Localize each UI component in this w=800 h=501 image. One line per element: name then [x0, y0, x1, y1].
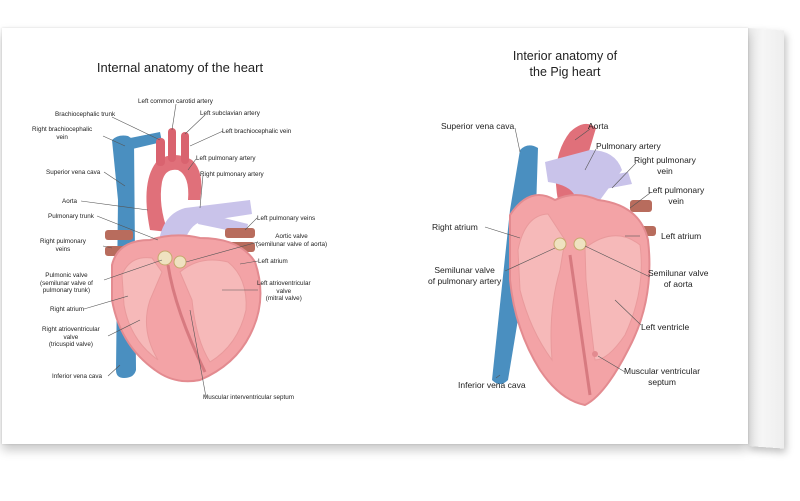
left-brachiocephalic-vein [120, 132, 162, 150]
label-left-common-carotid: Left common carotid artery [138, 98, 213, 105]
right-heart-illustration [492, 123, 656, 407]
label-left-atrium-left: Left atrium [258, 258, 288, 265]
label-left-subclavian: Left subclavian artery [200, 110, 260, 117]
label-aorta-left: Aorta [62, 198, 78, 205]
label-aorta-right: Aorta [588, 121, 609, 131]
right-diagram-title: Interior anatomy of the Pig heart [512, 49, 618, 79]
label-right-pulmonary-veins: Right pulmonary veins [40, 238, 86, 253]
label-left-atrium-right: Left atrium [661, 231, 702, 241]
label-aortic-valve: Aortic valve (semilunar valve of aorta) [256, 233, 328, 248]
label-muscular-septum-right: Muscular ventricular septum [624, 366, 701, 387]
left-common-carotid [168, 128, 176, 162]
label-inferior-vena-cava-right: Inferior vena cava [458, 380, 526, 390]
left-subclavian [181, 132, 189, 164]
left-aorta [146, 155, 202, 232]
label-right-atrium-right: Right atrium [432, 222, 478, 232]
label-left-ventricle: Left ventricle [641, 322, 690, 332]
leader-lines [80, 103, 651, 398]
label-inferior-vena-cava-left: Inferior vena cava [52, 373, 103, 380]
label-semilunar-aorta: Semilunar valve of aorta [648, 268, 709, 289]
label-right-pulmonary-vein: Right pulmonary vein [634, 155, 696, 176]
label-brachiocephalic-trunk: Brachiocephalic trunk [55, 111, 116, 118]
label-right-atrium-left: Right atrium [50, 306, 84, 313]
label-pulmonic-valve: Pulmonic valve (semilunar valve of pulmo… [40, 272, 93, 294]
label-right-av-valve: Right atrioventricular valve (tricuspid … [42, 326, 100, 348]
label-muscular-septum-left: Muscular interventricular septum [203, 394, 294, 401]
label-superior-vena-cava-right: Superior vena cava [441, 121, 515, 131]
label-left-av-valve: Left atrioventricular valve (mitral valv… [257, 280, 311, 302]
label-pulmonary-artery: Pulmonary artery [596, 141, 661, 151]
label-right-brachiocephalic-vein: Right brachiocephalic vein [32, 126, 93, 141]
label-semilunar-pulmonary: Semilunar valve of pulmonary artery [428, 265, 502, 286]
label-pulmonary-trunk: Pulmonary trunk [48, 213, 94, 220]
left-brachiocephalic-trunk [156, 138, 165, 166]
label-right-pulmonary-artery: Right pulmonary artery [200, 171, 264, 178]
label-superior-vena-cava-left: Superior vena cava [46, 169, 101, 176]
label-left-pulmonary-vein: Left pulmonary vein [648, 185, 705, 206]
left-diagram-title: Internal anatomy of the heart [96, 60, 264, 75]
label-left-brachiocephalic-vein: Left brachiocephalic vein [222, 128, 292, 135]
left-heart-illustration [105, 128, 262, 383]
label-left-pulmonary-veins: Left pulmonary veins [257, 215, 316, 222]
label-left-pulmonary-artery: Left pulmonary artery [196, 155, 256, 162]
